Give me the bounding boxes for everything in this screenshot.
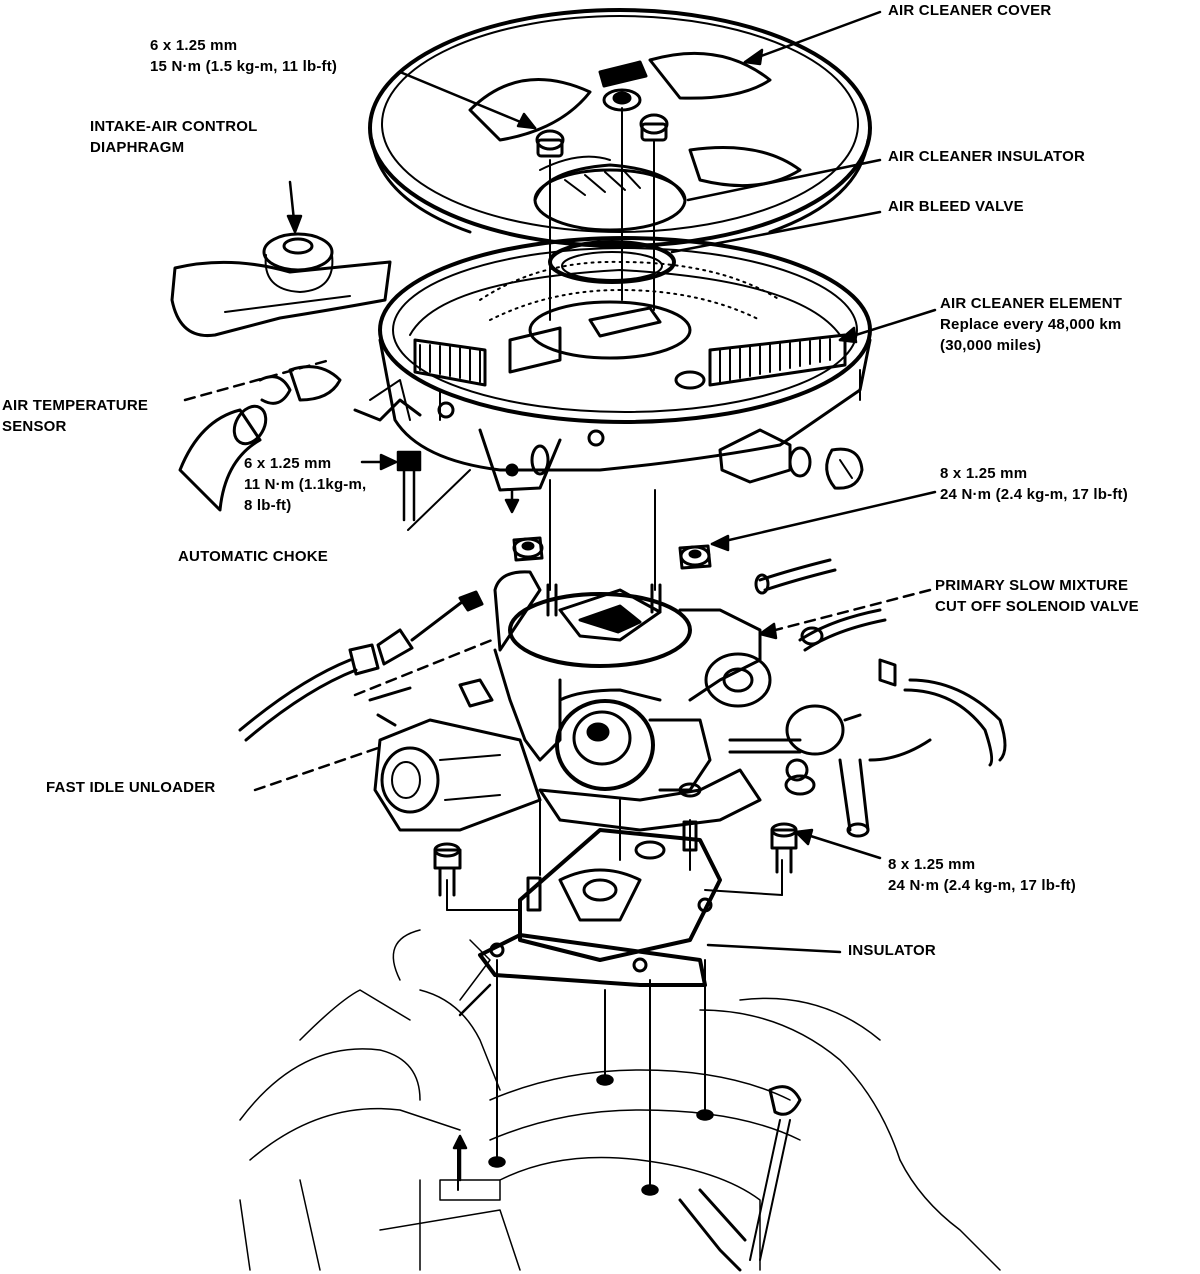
label-intake-air-diaphragm: INTAKE-AIR CONTROL DIAPHRAGM (90, 116, 257, 158)
choke-bolt-torque1-text: 11 N·m (1.1kg-m, (244, 476, 367, 493)
label-automatic-choke: AUTOMATIC CHOKE (178, 546, 328, 567)
carburetor-part (373, 536, 862, 832)
label-air-temperature-sensor: AIR TEMPERATURE SENSOR (2, 395, 148, 437)
vacuum-hoses-part (754, 558, 1007, 838)
air-bleed-valve-text: AIR BLEED VALVE (888, 198, 1024, 215)
element-title-text: AIR CLEANER ELEMENT (940, 295, 1123, 312)
label-choke-bolt: 6 x 1.25 mm 11 N·m (1.1kg-m, 8 lb-ft) (244, 453, 366, 516)
air-temp-line1-text: AIR TEMPERATURE (2, 397, 149, 414)
cover-bolt-torque-text: 15 N·m (1.5 kg-m, 11 lb-ft) (150, 58, 338, 75)
label-air-cleaner-cover: AIR CLEANER COVER (888, 0, 1051, 21)
choke-cable-part (238, 590, 484, 742)
label-fast-idle-unloader: FAST IDLE UNLOADER (46, 777, 215, 798)
insulator-text: INSULATOR (848, 942, 936, 959)
label-lower-bolt: 8 x 1.25 mm 24 N·m (2.4 kg-m, 17 lb-ft) (888, 854, 1076, 896)
element-replace-text: Replace every 48,000 km (940, 316, 1122, 333)
air-cleaner-insulator-text: AIR CLEANER INSULATOR (888, 148, 1085, 165)
choke-bolt-torque2-text: 8 lb-ft) (244, 497, 292, 514)
cover-bolt-size-text: 6 x 1.25 mm (150, 37, 238, 54)
lower-bolts-part (433, 820, 798, 912)
insulator-part (478, 828, 722, 987)
hose-clamp-part (825, 447, 864, 490)
callout-arrows (183, 10, 937, 1182)
label-air-cleaner-element: AIR CLEANER ELEMENT Replace every 48,000… (940, 293, 1122, 356)
fast-idle-unloader-text: FAST IDLE UNLOADER (46, 779, 216, 796)
air-cleaner-insulator-part (533, 163, 687, 284)
air-cleaner-cover-text: AIR CLEANER COVER (888, 2, 1052, 19)
solenoid-line2-text: CUT OFF SOLENOID VALVE (935, 598, 1139, 615)
air-cleaner-housing-part (170, 232, 872, 492)
element-miles-text: (30,000 miles) (940, 337, 1042, 354)
label-air-cleaner-insulator: AIR CLEANER INSULATOR (888, 146, 1085, 167)
air-temp-line2-text: SENSOR (2, 418, 67, 435)
label-cover-bolt: 6 x 1.25 mm 15 N·m (1.5 kg-m, 11 lb-ft) (150, 35, 337, 77)
choke-bolt-size-text: 6 x 1.25 mm (244, 455, 332, 472)
intake-air-line1-text: INTAKE-AIR CONTROL (90, 118, 258, 135)
label-insulator: INSULATOR (848, 940, 936, 961)
solenoid-line1-text: PRIMARY SLOW MIXTURE (935, 577, 1129, 594)
nut-size-text: 8 x 1.25 mm (940, 465, 1028, 482)
lower-bolt-torque-text: 24 N·m (2.4 kg-m, 17 lb-ft) (888, 877, 1076, 894)
air-cleaner-cover-part (368, 8, 872, 248)
automatic-choke-text: AUTOMATIC CHOKE (178, 548, 328, 565)
intake-manifold-part (239, 929, 1001, 1272)
label-upper-nut: 8 x 1.25 mm 24 N·m (2.4 kg-m, 17 lb-ft) (940, 463, 1128, 505)
lower-bolt-size-text: 8 x 1.25 mm (888, 856, 976, 873)
nut-torque-text: 24 N·m (2.4 kg-m, 17 lb-ft) (940, 486, 1128, 503)
label-solenoid-valve: PRIMARY SLOW MIXTURE CUT OFF SOLENOID VA… (935, 575, 1139, 617)
label-air-bleed-valve: AIR BLEED VALVE (888, 196, 1024, 217)
intake-air-line2-text: DIAPHRAGM (90, 139, 185, 156)
